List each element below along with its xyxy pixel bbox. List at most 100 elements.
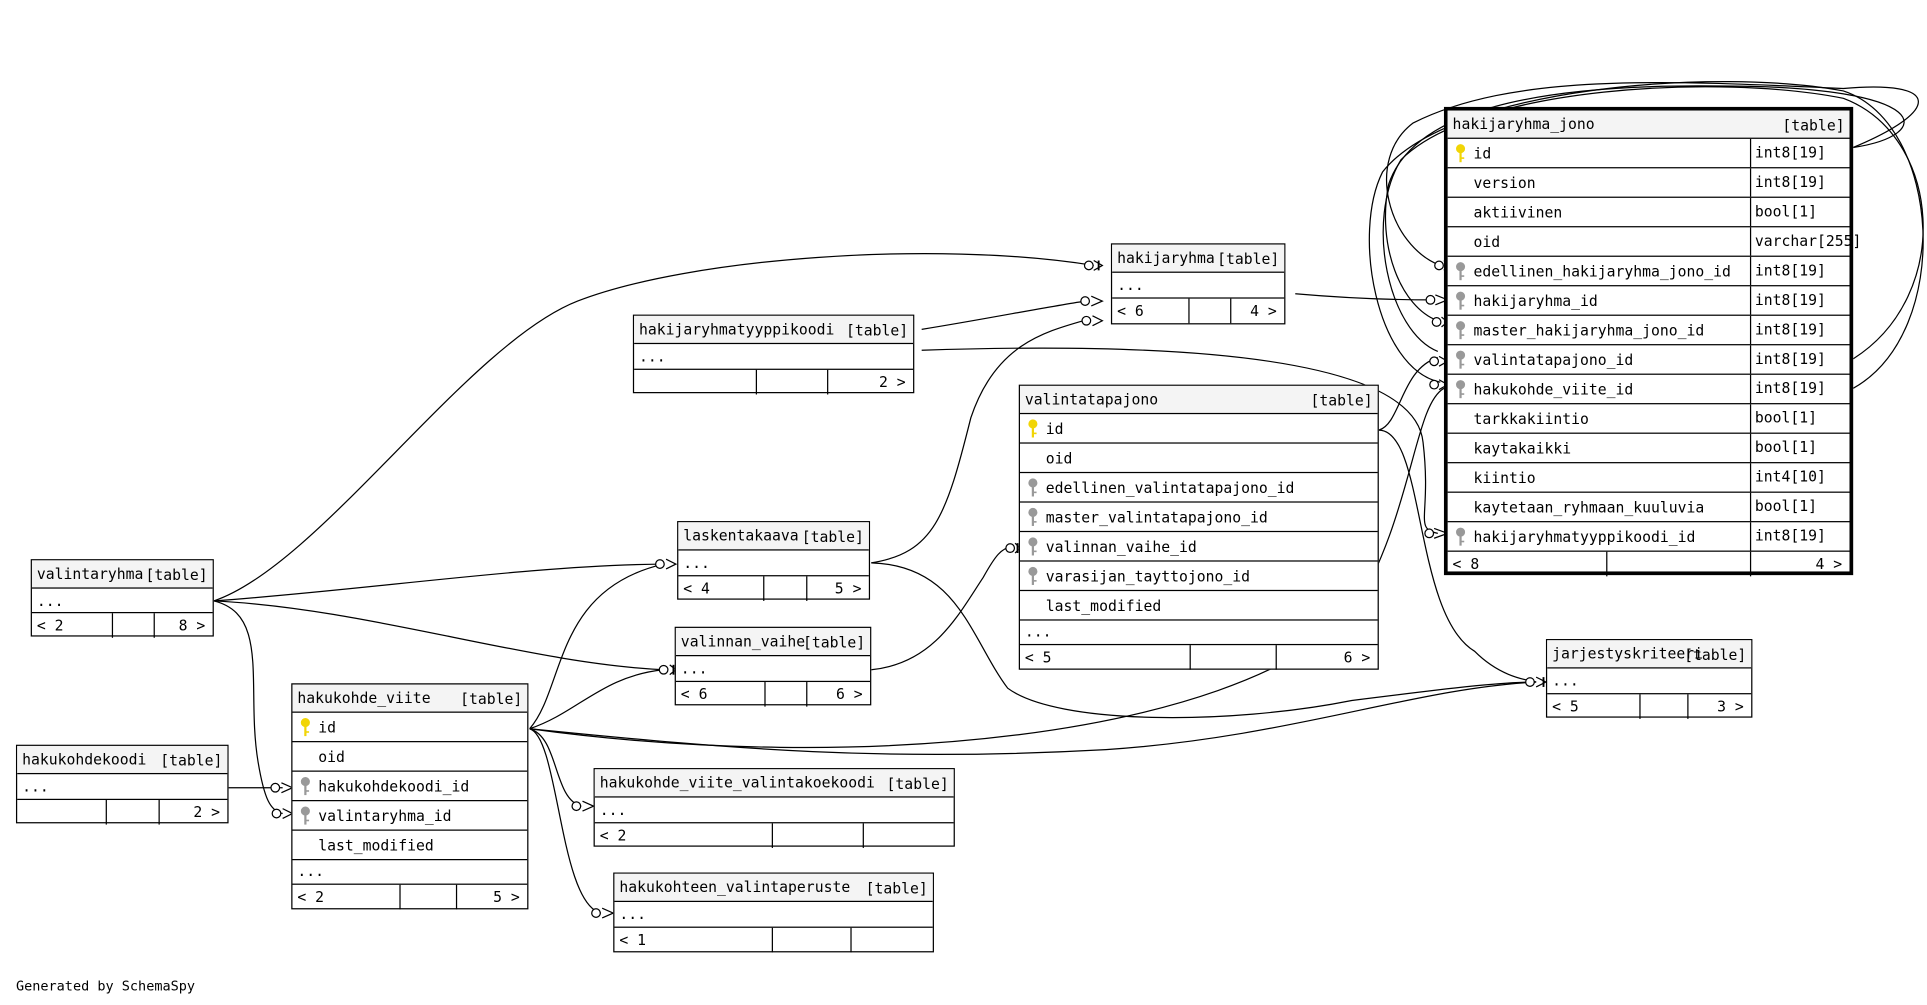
table-name: hakijaryhma_jono [1452,115,1595,133]
parents-count[interactable]: < 2 [599,827,627,845]
parents-count[interactable]: < 6 [680,685,708,703]
children-count[interactable]: 2 > [879,373,906,391]
table-header: laskentakaava [table] [678,522,869,551]
children-count[interactable]: 4 > [1250,302,1277,320]
column-type: int4[10] [1749,463,1826,492]
column-row: id [292,713,528,743]
column-name: edellinen_valintatapajono_id [1045,479,1295,497]
table-laskentakaava[interactable]: laskentakaava [table] ... < 4 5 > [677,521,871,601]
table-hakijaryhma[interactable]: hakijaryhma [table] ... < 6 4 > [1110,243,1286,325]
column-type: int8[19] [1749,315,1826,345]
table-footer: < 4 5 > [678,576,868,601]
column-row: kaytetaan_ryhmaan_kuuluvia bool[1] [1447,492,1850,523]
table-header: hakukohde_viite [table] [292,684,528,713]
table-footer: < 2 5 > [292,884,527,910]
table-hakijaryhmatyyppikoodi[interactable]: hakijaryhmatyyppikoodi [table] ... 2 > [632,314,915,395]
table-name: hakukohdekoodi [22,750,147,769]
children-count[interactable]: 3 > [1717,698,1744,716]
children-count[interactable]: 8 > [178,616,206,635]
column-row: varasijan_tayttojono_id [1019,562,1378,592]
column-row: last_modified [292,831,528,861]
column-name: id [1473,145,1492,163]
children-count[interactable]: 2 > [193,803,220,821]
column-row: valinnan_vaihe_id [1019,532,1378,562]
children-count[interactable]: 5 > [834,580,862,598]
table-kind-label: [table] [1782,116,1845,134]
column-name: kaytetaan_ryhmaan_kuuluvia [1473,498,1705,517]
parents-count[interactable]: < 5 [1552,698,1579,716]
parents-count[interactable]: < 1 [619,931,647,949]
foreign-key-icon [1456,321,1466,340]
parents-count[interactable]: < 2 [36,616,64,635]
table-name: valintaryhma [36,565,144,583]
parents-count[interactable]: < 5 [1024,648,1052,667]
column-type: int8[19] [1749,374,1826,404]
column-name: last_modified [318,836,434,855]
children-count[interactable]: 6 > [836,685,863,703]
column-row: edellinen_valintatapajono_id [1019,473,1378,503]
table-valinnan_vaihe[interactable]: valinnan_vaihe [table] ... < 6 6 > [674,626,872,707]
table-footer: 2 > [634,369,913,395]
table-kind-label: [table] [801,528,864,546]
column-name: master_hakijaryhma_jono_id [1473,321,1705,340]
column-name: valintatapajono_id [1473,351,1634,369]
ellipsis-row: ... [1547,669,1752,695]
table-footer: < 1 [614,927,932,953]
ellipsis-row: ... [31,589,213,614]
generated-by-credit: Generated by SchemaSpy [15,978,196,995]
ellipsis-row: ... [678,551,869,577]
table-kind-label: [table] [846,321,909,340]
column-type: int8[19] [1749,286,1826,315]
column-row: master_valintatapajono_id [1019,503,1378,533]
table-kind-label: [table] [145,566,208,584]
primary-key-icon [300,718,310,737]
table-name: hakijaryhmatyyppikoodi [639,320,835,338]
column-name: valintaryhma_id [318,807,452,825]
parents-count[interactable]: < 4 [683,580,710,598]
table-jarjestyskriteeri[interactable]: jarjestyskriteeri [table] ... < 5 3 > [1545,639,1753,719]
column-type: int8[19] [1749,168,1826,197]
foreign-key-icon [300,777,310,796]
table-name: hakukohde_viite [297,689,431,707]
table-valintaryhma[interactable]: valintaryhma [table] ... < 2 8 > [30,559,214,638]
children-count[interactable]: 6 > [1343,648,1371,667]
table-hakukohdekoodi[interactable]: hakukohdekoodi [table] ... 2 > [15,744,229,825]
parents-count[interactable]: < 8 [1452,555,1480,573]
children-count[interactable]: 5 > [493,888,520,906]
table-header: hakijaryhma_jono [table] [1447,110,1850,139]
table-kind-label: [table] [886,775,949,793]
column-row: master_hakijaryhma_jono_id int8[19] [1447,315,1850,346]
table-kind-label: [table] [1217,250,1280,268]
column-name: oid [1045,449,1073,467]
foreign-key-icon [1028,478,1038,497]
column-name: oid [318,748,345,766]
parents-count[interactable]: < 2 [297,888,325,906]
column-row: oid [292,742,528,772]
table-kind-label: [table] [802,634,866,652]
column-name: version [1473,174,1536,192]
column-type: bool[1] [1749,492,1817,522]
column-name: hakukohde_viite_id [1473,380,1634,399]
column-row: version int8[19] [1447,168,1850,198]
table-footer: < 8 4 > [1448,551,1850,577]
children-count[interactable]: 4 > [1815,555,1843,573]
ellipsis-row: ... [292,860,528,885]
parents-count[interactable]: < 6 [1117,302,1144,320]
table-name: laskentakaava [683,527,799,545]
table-hakukohde_viite_valintakoekoodi[interactable]: hakukohde_viite_valintakoekoodi [table] … [593,768,955,848]
column-name: kaytakaikki [1473,439,1572,458]
table-hakukohteen_valintaperuste[interactable]: hakukohteen_valintaperuste [table] ... <… [613,872,934,953]
table-header: hakukohdekoodi [table] [17,745,228,775]
column-name: oid [1473,233,1501,251]
ellipsis-row: ... [634,344,914,370]
